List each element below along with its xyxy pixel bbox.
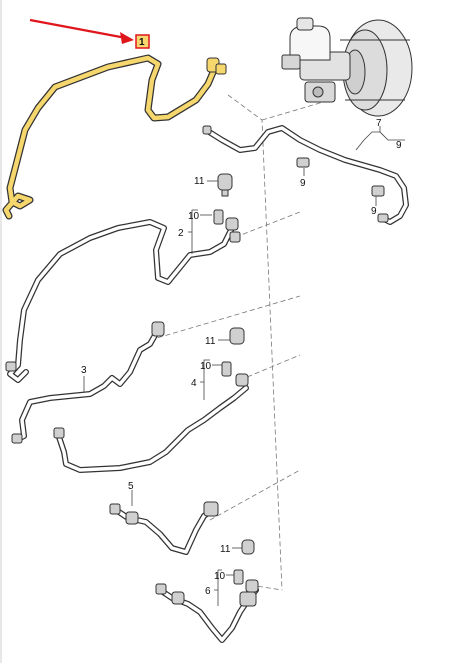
callout-11-label-top[interactable]: 11	[194, 176, 205, 187]
callout-labels: 7 9 9 9 11 10 2 3 11 10 4 5 11 10 6	[81, 118, 402, 597]
leader-lines	[83, 126, 405, 606]
fitting-part-1	[206, 57, 227, 75]
brake-line-part-2[interactable]	[7, 219, 235, 383]
callout-11-label-mid[interactable]: 11	[205, 336, 216, 347]
pointer-arrow	[29, 18, 134, 44]
fitting-11-mid	[229, 327, 245, 345]
clip-9-b	[371, 185, 385, 197]
callout-1-label: 1	[139, 37, 145, 48]
brake-booster-illustration	[281, 17, 413, 117]
callout-11-label-bottom[interactable]: 11	[220, 544, 231, 555]
callout-10-label-bottom[interactable]: 10	[214, 571, 226, 582]
callout-6-label[interactable]: 6	[205, 586, 211, 597]
callout-4-label[interactable]: 4	[191, 378, 197, 389]
fitting-10-top	[213, 209, 224, 225]
brake-line-part-3[interactable]	[13, 327, 161, 443]
callout-3-label[interactable]: 3	[81, 365, 87, 376]
callout-9-label-c[interactable]: 9	[371, 206, 377, 217]
callout-5-label[interactable]: 5	[128, 481, 134, 492]
clip-9-a	[296, 157, 310, 168]
fitting-11-bottom	[241, 539, 255, 555]
callout-1-box[interactable]: 1	[135, 34, 150, 49]
brake-line-part-7[interactable]	[203, 125, 409, 225]
brake-line-part-4[interactable]	[55, 385, 249, 473]
callout-9-label-a[interactable]: 9	[396, 140, 402, 151]
callout-9-label-b[interactable]: 9	[300, 178, 306, 189]
fitting-10-mid	[221, 361, 232, 377]
callout-7-label[interactable]: 7	[376, 118, 382, 129]
brake-line-part-1[interactable]	[2, 54, 227, 220]
callout-2-label[interactable]: 2	[178, 228, 184, 239]
fitting-11-top	[217, 173, 233, 191]
callout-10-label-mid[interactable]: 10	[200, 361, 212, 372]
fittings-group	[5, 125, 389, 607]
reference-dash-lines	[149, 94, 331, 591]
fitting-10-bottom	[233, 569, 244, 585]
callout-10-label-top[interactable]: 10	[188, 211, 200, 222]
